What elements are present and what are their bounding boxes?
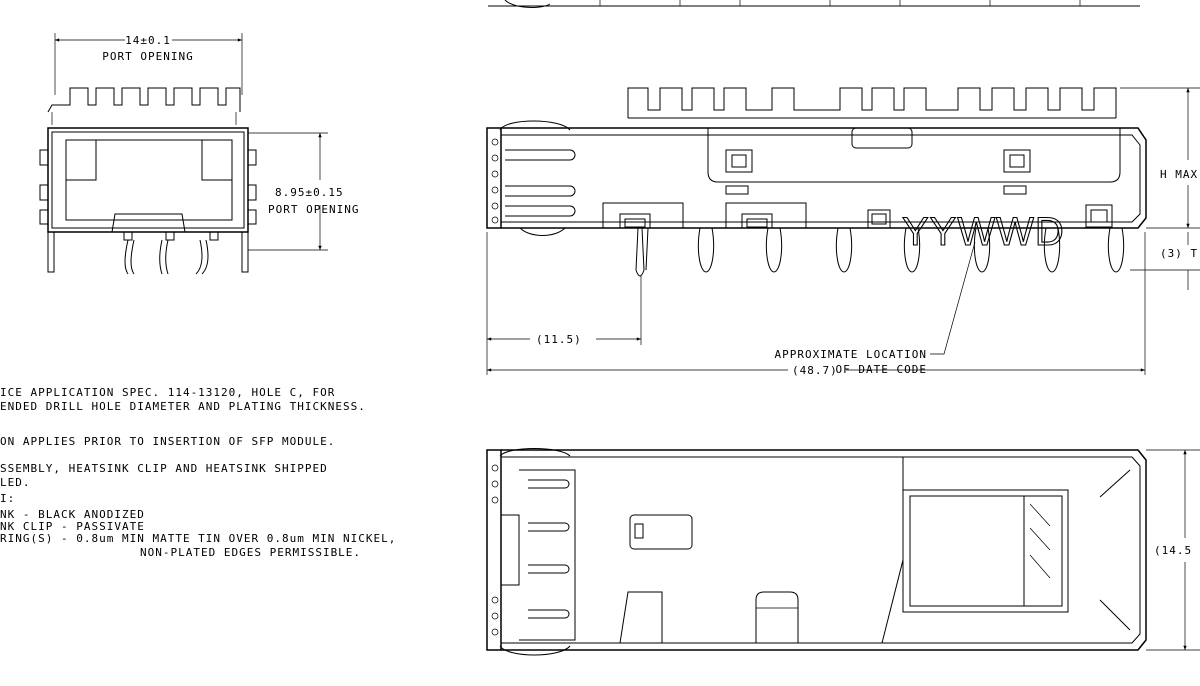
note-line: LED. [0,476,31,489]
date-note-line1: APPROXIMATE LOCATION [775,348,927,361]
note-line: NK - BLACK ANODIZED [0,508,145,521]
dim-11-5: (11.5) [536,333,582,346]
note-line: I: [0,492,15,505]
dim-3: (3) T [1160,247,1198,260]
date-code-text: YYWWD [902,210,1065,254]
h-max-dim: H MAX [1160,168,1198,181]
dim-48-7: (48.7) [792,364,838,377]
front-width-label: PORT OPENING [102,50,193,63]
notes-block: ICE APPLICATION SPEC. 114-13120, HOLE C,… [0,386,396,559]
note-line: NK CLIP - PASSIVATE [0,520,145,533]
note-line: SSEMBLY, HEATSINK CLIP AND HEATSINK SHIP… [0,462,328,475]
front-width-dim: 14±0.1 [125,34,171,47]
dim-14-5: (14.5 [1154,544,1192,557]
front-view: 14±0.1 PORT OPENING 8.95±0.15 PO [39,33,359,275]
top-partial-view [488,0,1140,8]
date-note-line2: OF DATE CODE [836,363,927,376]
note-line: ICE APPLICATION SPEC. 114-13120, HOLE C,… [0,386,335,399]
note-line: RING(S) - 0.8um MIN MATTE TIN OVER 0.8um… [0,532,396,545]
note-line: NON-PLATED EDGES PERMISSIBLE. [140,546,361,559]
front-height-label: PORT OPENING [268,203,359,216]
note-line: ENDED DRILL HOLE DIAMETER AND PLATING TH… [0,400,366,413]
note-line: ON APPLIES PRIOR TO INSERTION OF SFP MOD… [0,435,335,448]
side-view: YYWWD H MAX (3) T (11.5) APPROXIMATE LOC… [486,87,1200,377]
front-height-dim: 8.95±0.15 [275,186,344,199]
bottom-view: (14.5 [486,448,1200,656]
